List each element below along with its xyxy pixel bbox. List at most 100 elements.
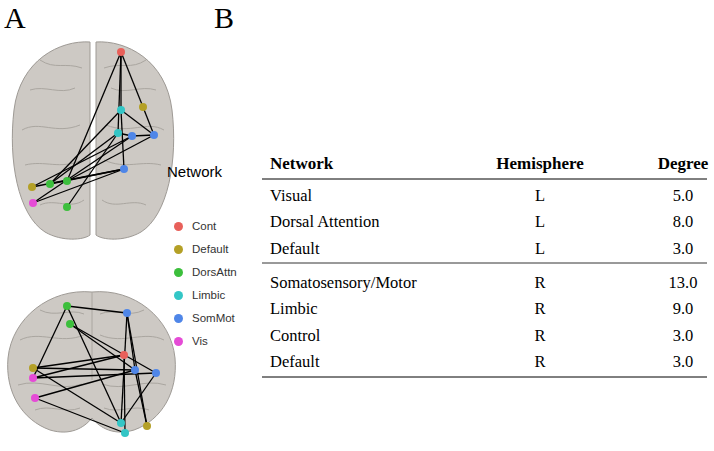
sulcus <box>22 125 80 130</box>
sulcus <box>106 125 164 130</box>
connection <box>118 52 121 133</box>
connection <box>35 398 125 433</box>
region-dot <box>29 199 37 207</box>
table-cell: R <box>534 301 545 318</box>
legend-swatch <box>174 291 183 300</box>
sulcus <box>102 200 146 205</box>
connection <box>35 370 135 398</box>
table-cell: Control <box>270 328 320 345</box>
region-dot <box>117 48 125 56</box>
table-rule <box>262 179 707 180</box>
table-cell: R <box>534 328 545 345</box>
region-dot <box>120 351 128 359</box>
table-cell: Default <box>270 354 319 371</box>
legend-swatch <box>174 314 183 323</box>
region-dot <box>123 309 131 317</box>
left-hemisphere <box>12 42 90 239</box>
legend-text: Limbic <box>192 289 225 301</box>
gyri <box>22 60 164 205</box>
table-rule <box>262 263 707 264</box>
coronal-outline <box>8 292 176 432</box>
legend-entry: Default <box>174 242 228 256</box>
legend-entry: Vis <box>174 334 208 348</box>
connection <box>121 110 124 169</box>
connection <box>120 52 121 110</box>
coronal-connections <box>33 306 156 433</box>
panel-letter: B <box>214 3 234 33</box>
connection <box>67 306 127 313</box>
region-dot <box>31 394 39 402</box>
sulcus <box>30 88 75 91</box>
region-dot <box>120 165 128 173</box>
legend-entry: Cont <box>174 219 216 233</box>
region-dot <box>63 302 71 310</box>
axial-connections <box>32 52 154 207</box>
connection <box>33 368 135 370</box>
connection <box>67 133 118 207</box>
region-dot <box>66 320 74 328</box>
sulcus <box>40 60 82 68</box>
table-cell: Limbic <box>270 301 318 318</box>
region-dot <box>29 374 37 382</box>
table-cell: 5.0 <box>673 188 694 205</box>
connection <box>33 169 124 203</box>
table-cell: Visual <box>270 188 312 205</box>
region-dot <box>139 103 147 111</box>
connection <box>33 355 124 368</box>
table-cell: L <box>535 241 545 258</box>
axial-regions <box>28 48 158 211</box>
sulcus <box>40 310 84 314</box>
connection <box>127 313 147 426</box>
region-dot <box>143 422 151 430</box>
region-dot <box>150 131 158 139</box>
region-dot <box>131 366 139 374</box>
legend-text: SomMot <box>192 312 235 324</box>
connection <box>121 52 143 107</box>
region-dot <box>63 203 71 211</box>
legend-text: DorsAttn <box>192 266 237 278</box>
sulcus <box>104 408 149 410</box>
region-dot <box>29 364 37 372</box>
region-dot <box>28 183 36 191</box>
legend-swatch <box>174 222 183 231</box>
connection <box>32 169 124 187</box>
legend-entry: Limbic <box>174 288 225 302</box>
legend-entry: SomMot <box>174 311 235 325</box>
table-cell: R <box>534 275 545 292</box>
connection <box>121 110 154 135</box>
connection <box>70 324 135 370</box>
legend-text: Cont <box>192 220 216 232</box>
table-cell: 3.0 <box>673 354 694 371</box>
region-dot <box>46 180 54 188</box>
legend-text: Default <box>192 243 228 255</box>
gyri <box>18 292 166 410</box>
sulcus <box>104 160 161 165</box>
table-cell: 8.0 <box>673 214 694 231</box>
region-dot <box>121 429 129 437</box>
legend-title: Network <box>167 164 222 179</box>
legend-swatch <box>174 245 183 254</box>
region-dot <box>114 129 122 137</box>
table-rules <box>262 179 707 377</box>
table-cell: R <box>534 354 545 371</box>
panel-letter: A <box>4 3 26 33</box>
table-header: Hemisphere <box>496 155 584 172</box>
region-dot <box>117 106 125 114</box>
table-cell: 3.0 <box>673 328 694 345</box>
table-cell: L <box>535 188 545 205</box>
table-cell: Dorsal Attention <box>270 214 380 231</box>
table-cell: 9.0 <box>673 301 694 318</box>
connection <box>32 136 132 187</box>
table-header: Degree <box>658 155 709 172</box>
sulcus <box>40 200 84 205</box>
sulcus <box>35 408 80 410</box>
legend-swatch <box>174 268 183 277</box>
coronal-regions <box>29 302 160 437</box>
region-dot <box>152 369 160 377</box>
region-dot <box>128 132 136 140</box>
table-cell: Default <box>270 241 319 258</box>
sulcus <box>102 383 166 387</box>
table-cell: 3.0 <box>673 241 694 258</box>
region-dot <box>117 419 125 427</box>
